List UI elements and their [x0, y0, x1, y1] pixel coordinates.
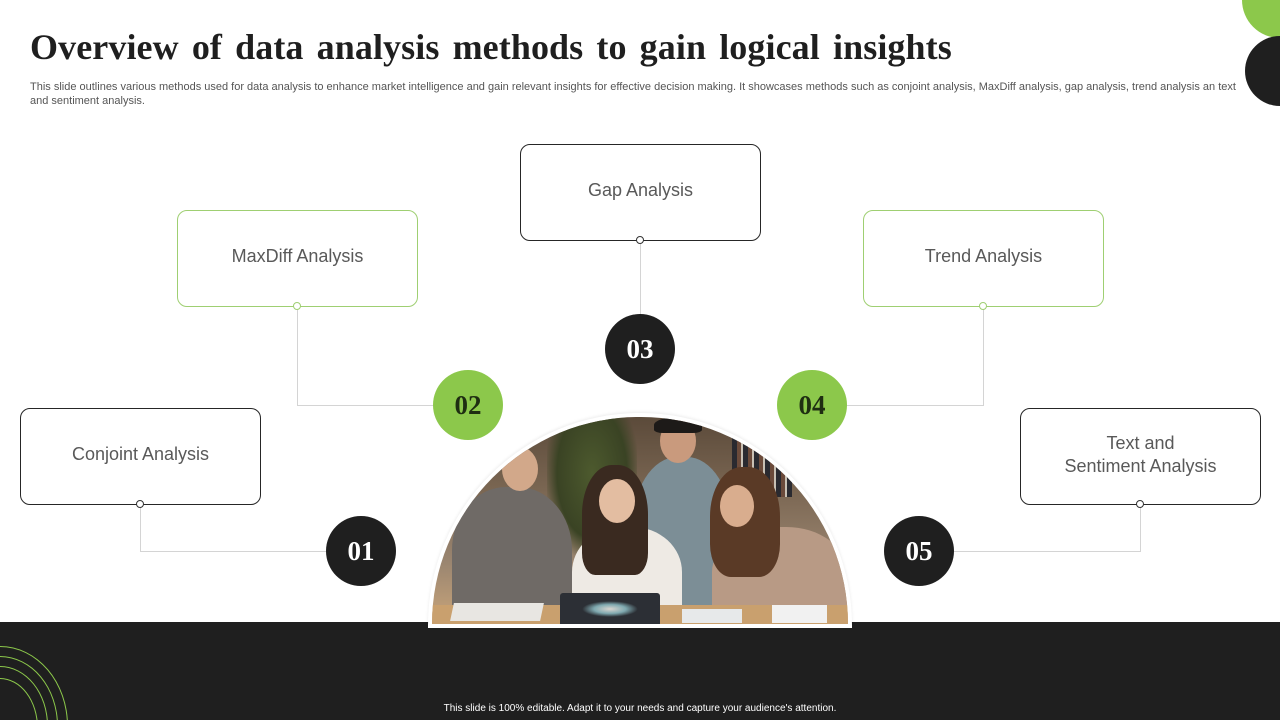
connector-dot-02	[293, 302, 301, 310]
card-text-sentiment-analysis: Text and Sentiment Analysis	[1020, 408, 1261, 505]
connector-02-vertical	[297, 307, 298, 405]
connector-05-horizontal	[950, 551, 1141, 552]
card-maxdiff-analysis: MaxDiff Analysis	[177, 210, 418, 307]
connector-04-vertical	[983, 307, 984, 405]
footer-band: This slide is 100% editable. Adapt it to…	[0, 622, 1280, 720]
decorative-dark-circle	[1245, 36, 1280, 106]
connector-dot-03	[636, 236, 644, 244]
connector-dot-01	[136, 500, 144, 508]
page-title: Overview of data analysis methods to gai…	[30, 27, 952, 67]
card-conjoint-analysis: Conjoint Analysis	[20, 408, 261, 505]
connector-04-horizontal	[843, 405, 984, 406]
connector-dot-04	[979, 302, 987, 310]
step-number-02: 02	[433, 370, 503, 440]
step-number-03: 03	[605, 314, 675, 384]
card-trend-analysis: Trend Analysis	[863, 210, 1104, 307]
page-subtitle: This slide outlines various methods used…	[30, 81, 1236, 107]
card-label-line1: Text and	[1106, 432, 1175, 453]
footer-text: This slide is 100% editable. Adapt it to…	[443, 703, 837, 714]
card-label: Conjoint Analysis	[71, 444, 210, 464]
card-label: MaxDiff Analysis	[231, 246, 364, 266]
connector-05-vertical	[1140, 505, 1141, 551]
connector-01-vertical	[140, 505, 141, 551]
step-number-05: 05	[884, 516, 954, 586]
step-number-01: 01	[326, 516, 396, 586]
card-label-line2: Sentiment Analysis	[1064, 455, 1217, 476]
connector-dot-05	[1136, 500, 1144, 508]
card-gap-analysis: Gap Analysis	[520, 144, 761, 241]
card-label: Gap Analysis	[587, 180, 694, 200]
connector-03-vertical	[640, 241, 641, 316]
decorative-green-circle	[1242, 0, 1280, 38]
card-label: Text and Sentiment Analysis	[1064, 432, 1216, 478]
team-photo	[432, 417, 848, 624]
card-label: Trend Analysis	[924, 246, 1043, 266]
connector-01-horizontal	[140, 551, 330, 552]
connector-02-horizontal	[297, 405, 437, 406]
team-photo-frame	[428, 413, 852, 628]
